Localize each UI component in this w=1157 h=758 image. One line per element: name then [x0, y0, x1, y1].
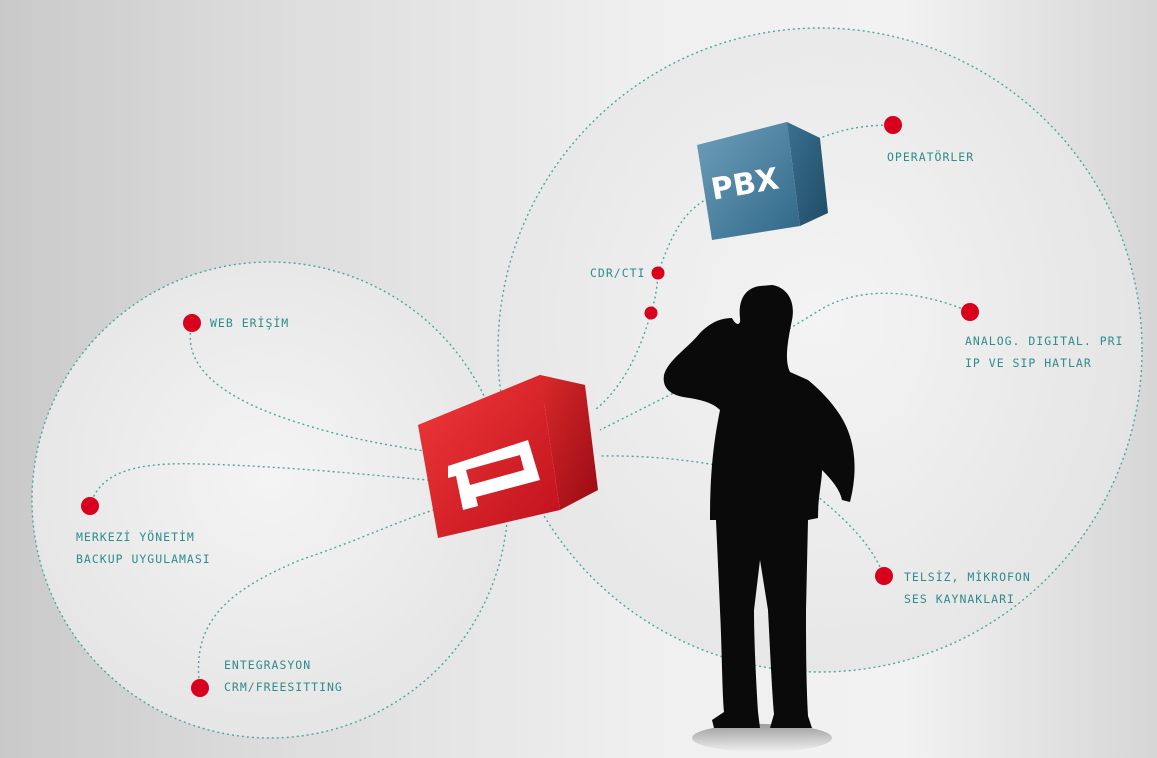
node-dot-cdr-cti-2[interactable]	[644, 306, 658, 320]
silhouette-shadow	[692, 724, 832, 752]
label-web-erisim-text: WEB ERİŞİM	[210, 316, 290, 330]
label-analog: ANALOG. DIGITAL. PRI IP VE SIP HATLAR	[965, 330, 1123, 374]
label-entegrasyon: ENTEGRASYON CRM/FREESITTING	[224, 654, 343, 698]
label-operatorler-text: OPERATÖRLER	[887, 150, 975, 164]
pbx-cube-side	[787, 122, 828, 226]
label-entegrasyon-line1: ENTEGRASYON	[224, 658, 312, 672]
label-analog-line1: ANALOG. DIGITAL. PRI	[965, 334, 1124, 348]
label-telsiz-line1: TELSİZ, MİKROFON	[904, 570, 1031, 584]
node-dot-web-erisim[interactable]	[183, 314, 201, 332]
label-cdr-cti: CDR/CTI	[590, 262, 645, 284]
silhouette-body	[663, 285, 855, 728]
label-entegrasyon-line2: CRM/FREESITTING	[224, 680, 343, 694]
connector-cdr-hub	[594, 312, 652, 411]
node-dot-entegrasyon[interactable]	[191, 679, 209, 697]
connector-telsiz	[599, 455, 885, 577]
connector-web-erisim	[189, 322, 431, 453]
label-cdr-cti-text: CDR/CTI	[590, 266, 646, 280]
pbx-cube: PBX	[697, 122, 828, 240]
right-group-circle	[497, 27, 1143, 673]
connector-cdr	[657, 199, 706, 274]
hub-logo-icon	[448, 440, 540, 510]
label-web-erisim: WEB ERİŞİM	[210, 312, 289, 334]
label-merkezi: MERKEZİ YÖNETİM BACKUP UYGULAMASI	[76, 526, 211, 570]
label-merkezi-line2: BACKUP UYGULAMASI	[76, 552, 211, 566]
label-analog-line2: IP VE SIP HATLAR	[965, 356, 1092, 370]
node-dot-cdr-cti[interactable]	[651, 266, 665, 280]
hub-cube	[418, 375, 598, 538]
node-dot-telsiz[interactable]	[875, 567, 893, 585]
label-telsiz-line2: SES KAYNAKLARI	[904, 592, 1015, 606]
node-dot-analog[interactable]	[961, 303, 979, 321]
node-dot-operatorler[interactable]	[884, 116, 902, 134]
label-telsiz: TELSİZ, MİKROFON SES KAYNAKLARI	[904, 566, 1031, 610]
hub-cube-side	[540, 375, 598, 510]
pbx-cube-front	[697, 122, 800, 240]
label-merkezi-line1: MERKEZİ YÖNETİM	[76, 530, 195, 544]
businessman-silhouette	[663, 285, 855, 752]
label-operatorler: OPERATÖRLER	[887, 146, 974, 168]
node-dot-merkezi[interactable]	[81, 497, 99, 515]
connector-entegrasyon	[197, 507, 441, 689]
